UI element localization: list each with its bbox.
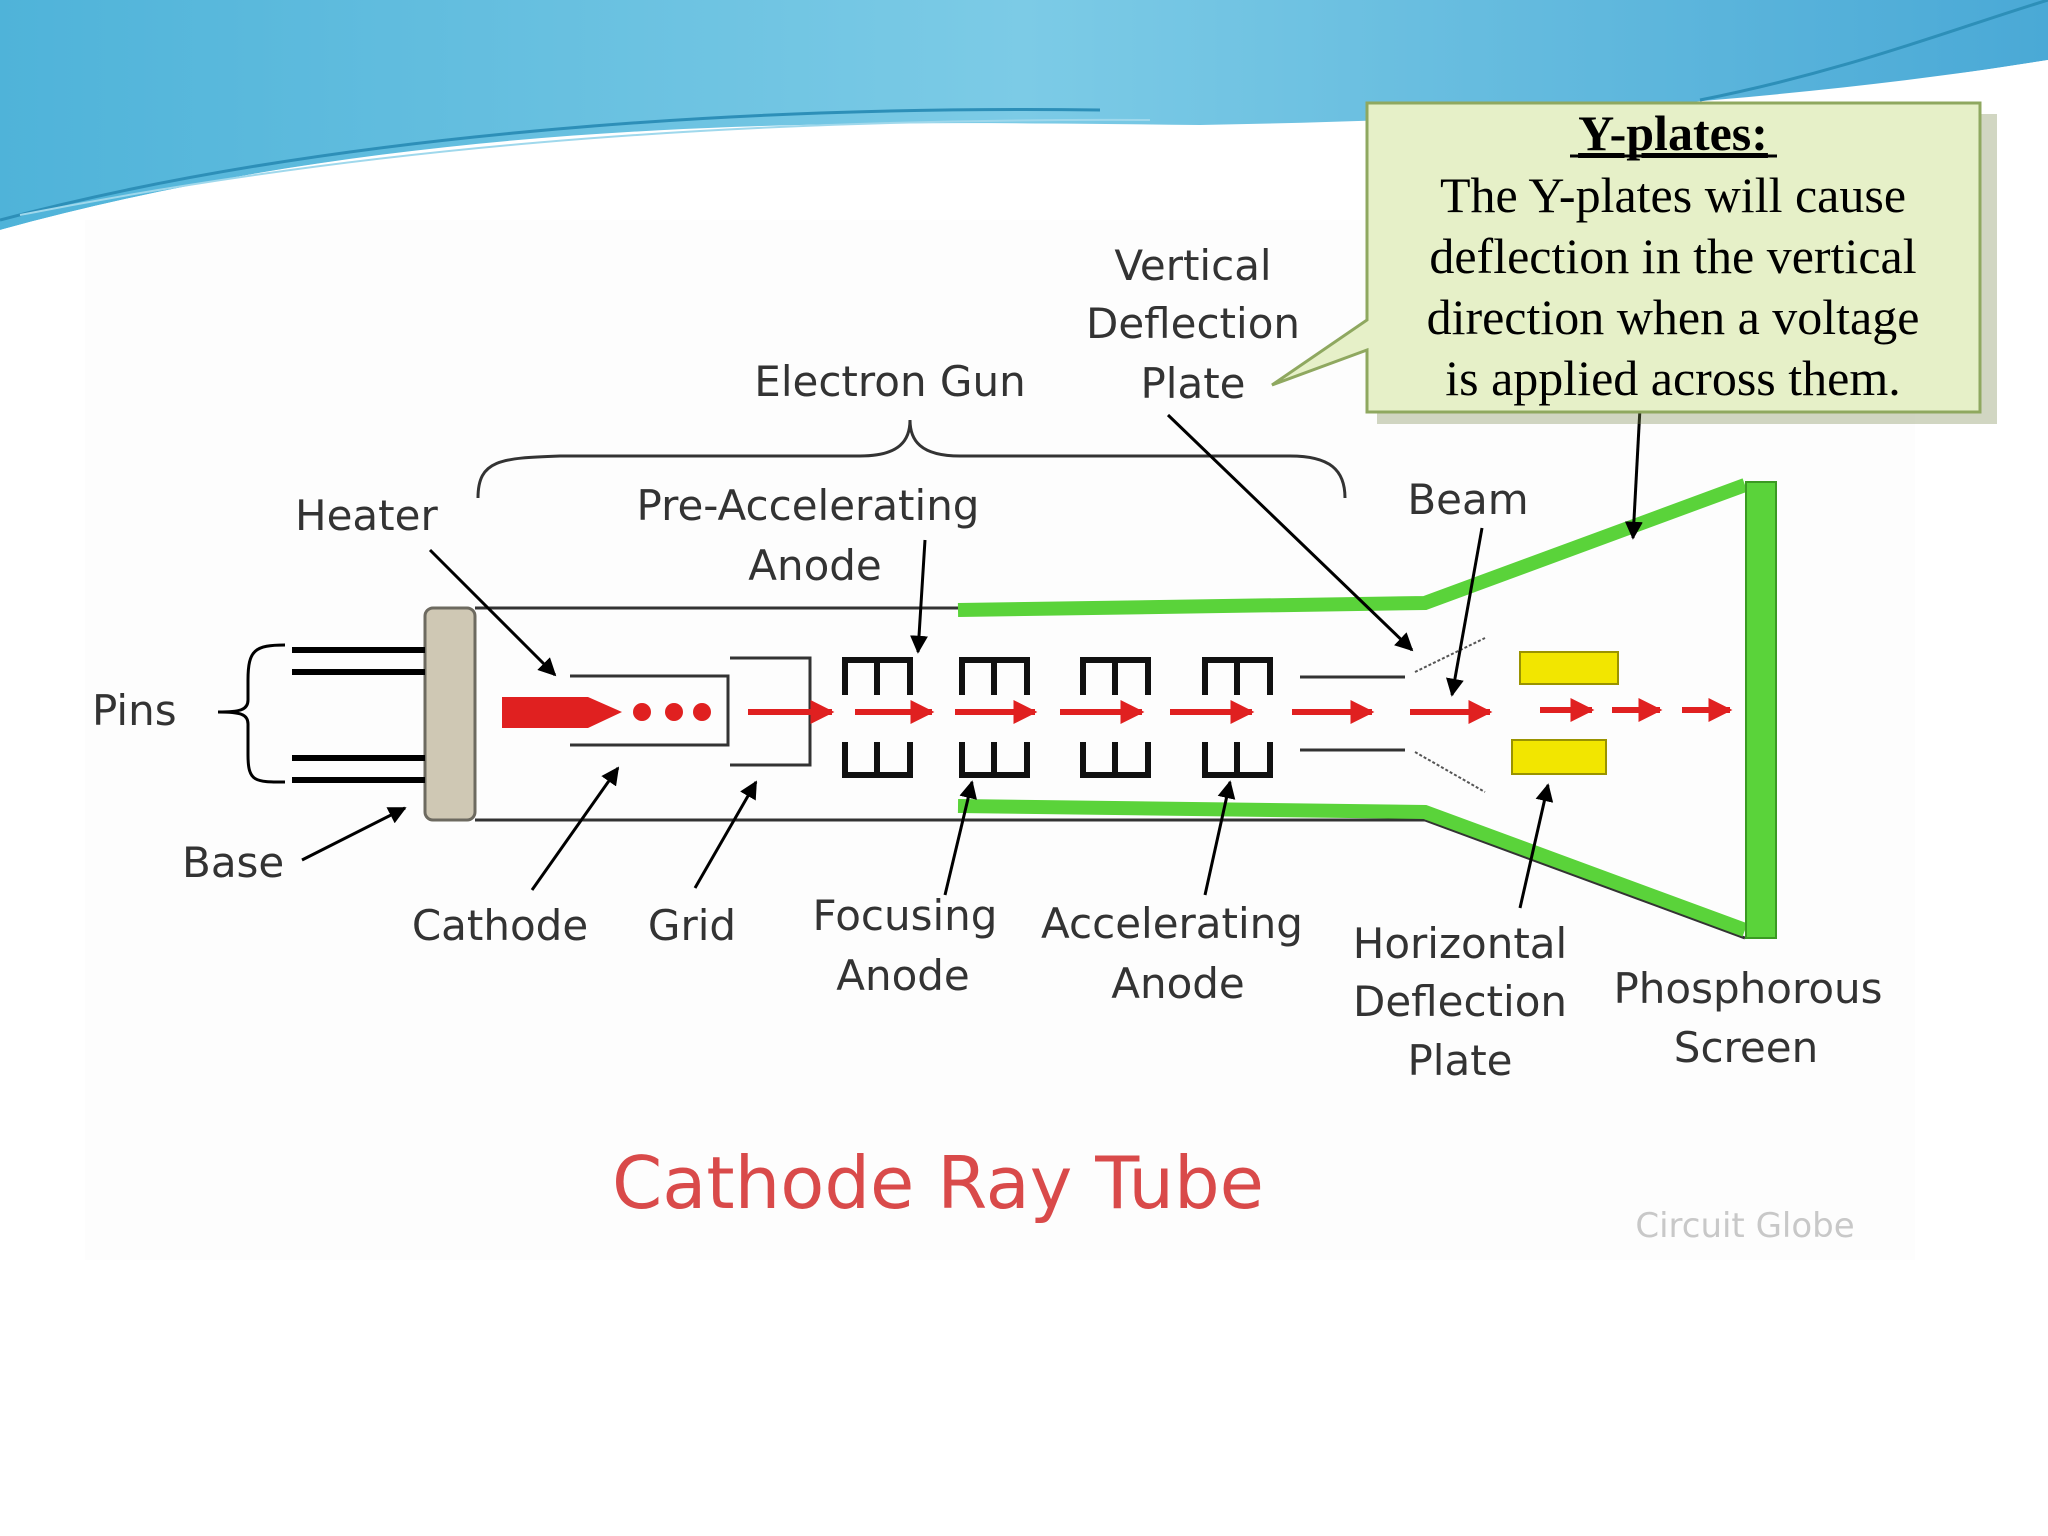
y-plates-callout: Y-plates: The Y-plates will cause deflec…: [1271, 101, 1997, 424]
label-focusing-line2: Anode: [836, 951, 970, 1000]
callout-line2: deflection in the vertical: [1429, 228, 1916, 284]
label-beam: Beam: [1407, 475, 1528, 524]
tube-base: [423, 606, 477, 822]
diagram-labels: Pins Base Heater Electron Gun Vertical D…: [92, 241, 1883, 1085]
label-pointers: [301, 407, 1643, 909]
deflection-plates: [1511, 651, 1619, 775]
label-pre-acc-line2: Anode: [748, 541, 882, 590]
label-electron-gun: Electron Gun: [754, 357, 1025, 406]
label-vertical-line3: Plate: [1140, 359, 1245, 408]
label-pre-acc-line1: Pre-Accelerating: [637, 481, 980, 530]
label-phosphor-line2: Screen: [1674, 1023, 1818, 1072]
label-heater: Heater: [295, 491, 438, 540]
pins: [217, 643, 425, 784]
label-base: Base: [182, 838, 284, 887]
callout-heading: Y-plates:: [1578, 105, 1768, 161]
callout-line4: is applied across them.: [1445, 350, 1900, 406]
cathode: [502, 674, 730, 747]
label-cathode: Cathode: [412, 901, 588, 950]
label-accelerating-line1: Accelerating: [1041, 899, 1303, 948]
label-focusing-line1: Focusing: [813, 891, 998, 940]
header-wave: [0, 0, 2048, 230]
label-vertical-line1: Vertical: [1114, 241, 1271, 290]
label-phosphor-line1: Phosphorous: [1613, 964, 1882, 1013]
label-horizontal-line1: Horizontal: [1353, 919, 1567, 968]
diagram-title: Cathode Ray Tube: [612, 1141, 1264, 1225]
callout-line3: direction when a voltage: [1427, 289, 1920, 345]
label-pins: Pins: [92, 686, 177, 735]
label-horizontal-line3: Plate: [1407, 1036, 1512, 1085]
electron-beam: [748, 698, 1733, 724]
label-grid: Grid: [648, 901, 736, 950]
callout-line1: The Y-plates will cause: [1440, 167, 1906, 223]
label-horizontal-line2: Deflection: [1353, 977, 1567, 1026]
label-vertical-line2: Deflection: [1086, 299, 1300, 348]
electron-gun-brace: [476, 419, 1347, 499]
diagram-credit: Circuit Globe: [1635, 1206, 1854, 1246]
anodes: [842, 637, 1486, 793]
label-accelerating-line2: Anode: [1111, 959, 1245, 1008]
